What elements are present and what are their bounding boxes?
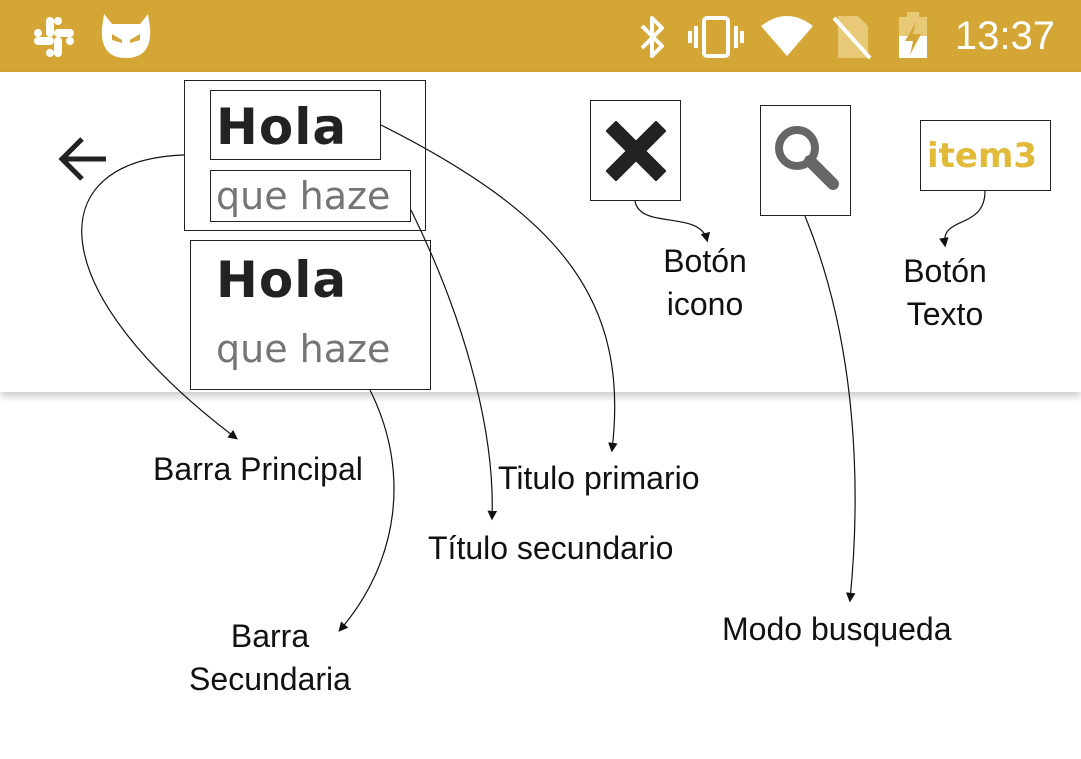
label-boton-icono: Botón icono	[648, 240, 762, 326]
battery-charging-icon	[899, 12, 927, 58]
secondary-title: Hola	[216, 251, 348, 309]
app-bar	[0, 72, 1081, 392]
text-button[interactable]: item3	[920, 120, 1051, 191]
clock: 13:37	[954, 14, 1055, 58]
search-icon	[775, 126, 839, 190]
label-boton-texto: Botón Texto	[888, 250, 1002, 336]
label-boton-texto-line1: Botón	[903, 253, 987, 289]
wifi-icon	[761, 16, 813, 56]
label-barra-secundaria-line1: Barra	[230, 618, 310, 654]
label-titulo-secundario: Título secundario	[428, 530, 674, 566]
text-button-label: item3	[927, 136, 1038, 176]
search-button[interactable]	[760, 105, 851, 216]
label-boton-icono-line1: Botón	[663, 243, 747, 279]
label-barra-secundaria: Barra Secundaria	[170, 615, 370, 701]
icon-button[interactable]	[590, 100, 681, 201]
secondary-subtitle: que haze	[216, 327, 391, 371]
arrow-back-icon[interactable]	[58, 135, 110, 183]
label-modo-busqueda: Modo busqueda	[722, 611, 952, 647]
label-titulo-primario: Titulo primario	[498, 460, 700, 496]
arrow-barra-secundaria	[338, 389, 395, 632]
cyanogen-bot-icon	[101, 14, 151, 58]
no-sim-icon	[832, 16, 872, 60]
label-barra-secundaria-line2: Secundaria	[189, 661, 351, 697]
primary-subtitle: que haze	[216, 174, 391, 218]
label-boton-icono-line2: icono	[666, 286, 744, 322]
close-icon	[606, 121, 666, 181]
vibrate-icon	[688, 16, 744, 58]
slack-icon	[34, 17, 74, 57]
bluetooth-icon	[640, 16, 664, 58]
label-barra-principal: Barra Principal	[153, 451, 363, 487]
primary-title: Hola	[216, 98, 348, 156]
primary-title-box	[210, 90, 381, 160]
label-boton-texto-line2: Texto	[906, 296, 984, 332]
status-bar: 13:37	[0, 0, 1081, 72]
